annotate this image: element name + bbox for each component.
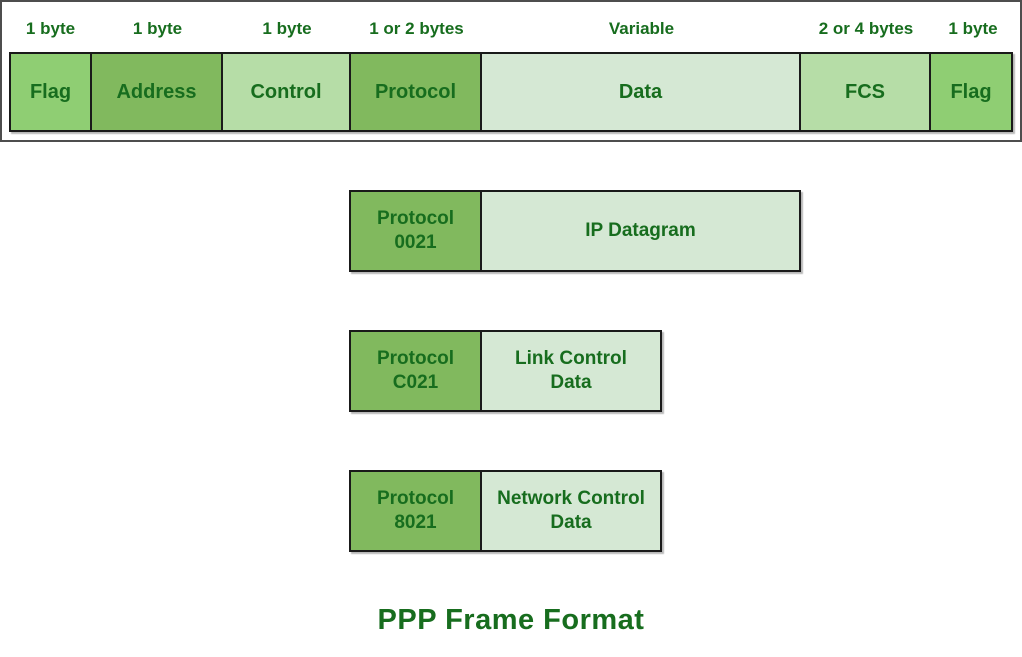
- field-box-fcs: FCS: [799, 52, 931, 132]
- protocol-example-ip: Protocol 0021 IP Datagram: [349, 190, 801, 272]
- field-box-flag-left: Flag: [9, 52, 92, 132]
- protocol-code-box-8021: Protocol 8021: [349, 470, 482, 552]
- size-label-data: Variable: [608, 19, 675, 38]
- payload-box-network-control: Network Control Data: [480, 470, 662, 552]
- payload-box-ip-datagram: IP Datagram: [480, 190, 801, 272]
- size-label-control: 1 byte: [262, 19, 312, 38]
- diagram-title: PPP Frame Format: [377, 604, 645, 636]
- size-label-address: 1 byte: [132, 19, 183, 38]
- size-label-fcs: 2 or 4 bytes: [818, 19, 914, 38]
- field-box-data: Data: [480, 52, 801, 132]
- size-label-flag-right: 1 byte: [948, 19, 998, 38]
- field-size-labels-row: 1 byte 1 byte 1 byte 1 or 2 bytes Variab…: [9, 2, 1015, 50]
- field-box-address: Address: [90, 52, 223, 132]
- protocol-code-box-0021: Protocol 0021: [349, 190, 482, 272]
- size-label-flag-left: 1 byte: [25, 19, 76, 38]
- frame-fields-row: Flag Address Control Protocol Data FCS F…: [9, 52, 1013, 132]
- protocol-example-lcp: Protocol C021 Link Control Data: [349, 330, 662, 412]
- protocol-code-box-c021: Protocol C021: [349, 330, 482, 412]
- protocol-example-ncp: Protocol 8021 Network Control Data: [349, 470, 662, 552]
- field-box-protocol: Protocol: [349, 52, 482, 132]
- field-box-flag-right: Flag: [929, 52, 1013, 132]
- payload-box-link-control: Link Control Data: [480, 330, 662, 412]
- field-box-control: Control: [221, 52, 351, 132]
- size-label-protocol: 1 or 2 bytes: [369, 19, 464, 38]
